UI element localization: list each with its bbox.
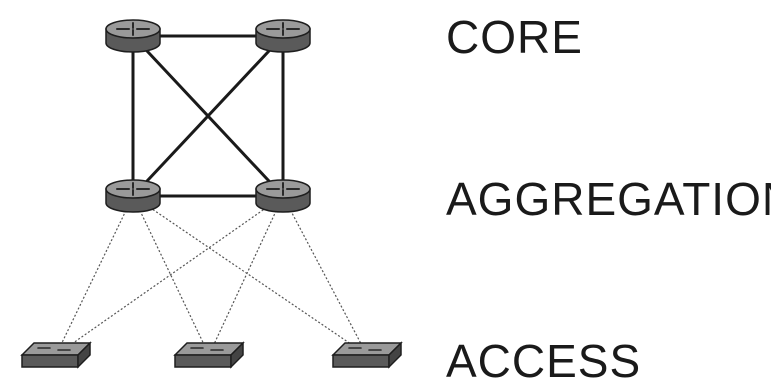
link-core-router-right-to-aggregation-router-left (131, 34, 285, 198)
link-aggregation-router-left-to-access-switch-right (132, 195, 368, 356)
link-aggregation-router-right-to-access-switch-middle (208, 195, 284, 356)
link-aggregation-router-left-to-access-switch-middle (132, 195, 210, 356)
switch-icon (331, 341, 403, 369)
router-icon (105, 179, 161, 213)
nodes-layer (20, 19, 403, 369)
router-icon (105, 19, 161, 53)
tier-label-core: CORE (446, 11, 583, 63)
tier-label-aggregation: AGGREGATION (446, 173, 771, 225)
network-topology-diagram (20, 19, 403, 369)
link-aggregation-router-left-to-access-switch-left (55, 195, 134, 356)
router-icon (255, 179, 311, 213)
router-icon (255, 19, 311, 53)
link-aggregation-router-right-to-access-switch-right (282, 195, 368, 356)
switch-icon (173, 341, 245, 369)
tier-label-access: ACCESS (446, 335, 642, 387)
switch-icon (20, 341, 92, 369)
links-layer (55, 34, 368, 356)
